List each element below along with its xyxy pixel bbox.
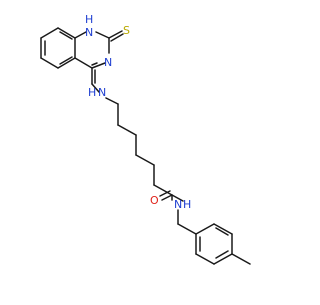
carbonyl-oxygen-label: O	[150, 194, 159, 207]
ring-n1-label: N	[85, 26, 93, 39]
bond-lines	[40, 27, 251, 265]
molecule-structure-diagram: H N N S H N O N H	[40, 13, 251, 265]
ring-n3-label: N	[104, 56, 112, 69]
amide-nitrogen-label: N	[174, 198, 182, 211]
ring-nh-hydrogen-label: H	[85, 13, 93, 26]
thione-sulfur-label: S	[123, 24, 130, 37]
amine-hydrogen-label: H	[88, 86, 96, 99]
amine-nitrogen-label: N	[98, 86, 106, 99]
amide-hydrogen-label: H	[183, 198, 191, 211]
molecule-svg: H N N S H N O N H	[40, 13, 251, 265]
